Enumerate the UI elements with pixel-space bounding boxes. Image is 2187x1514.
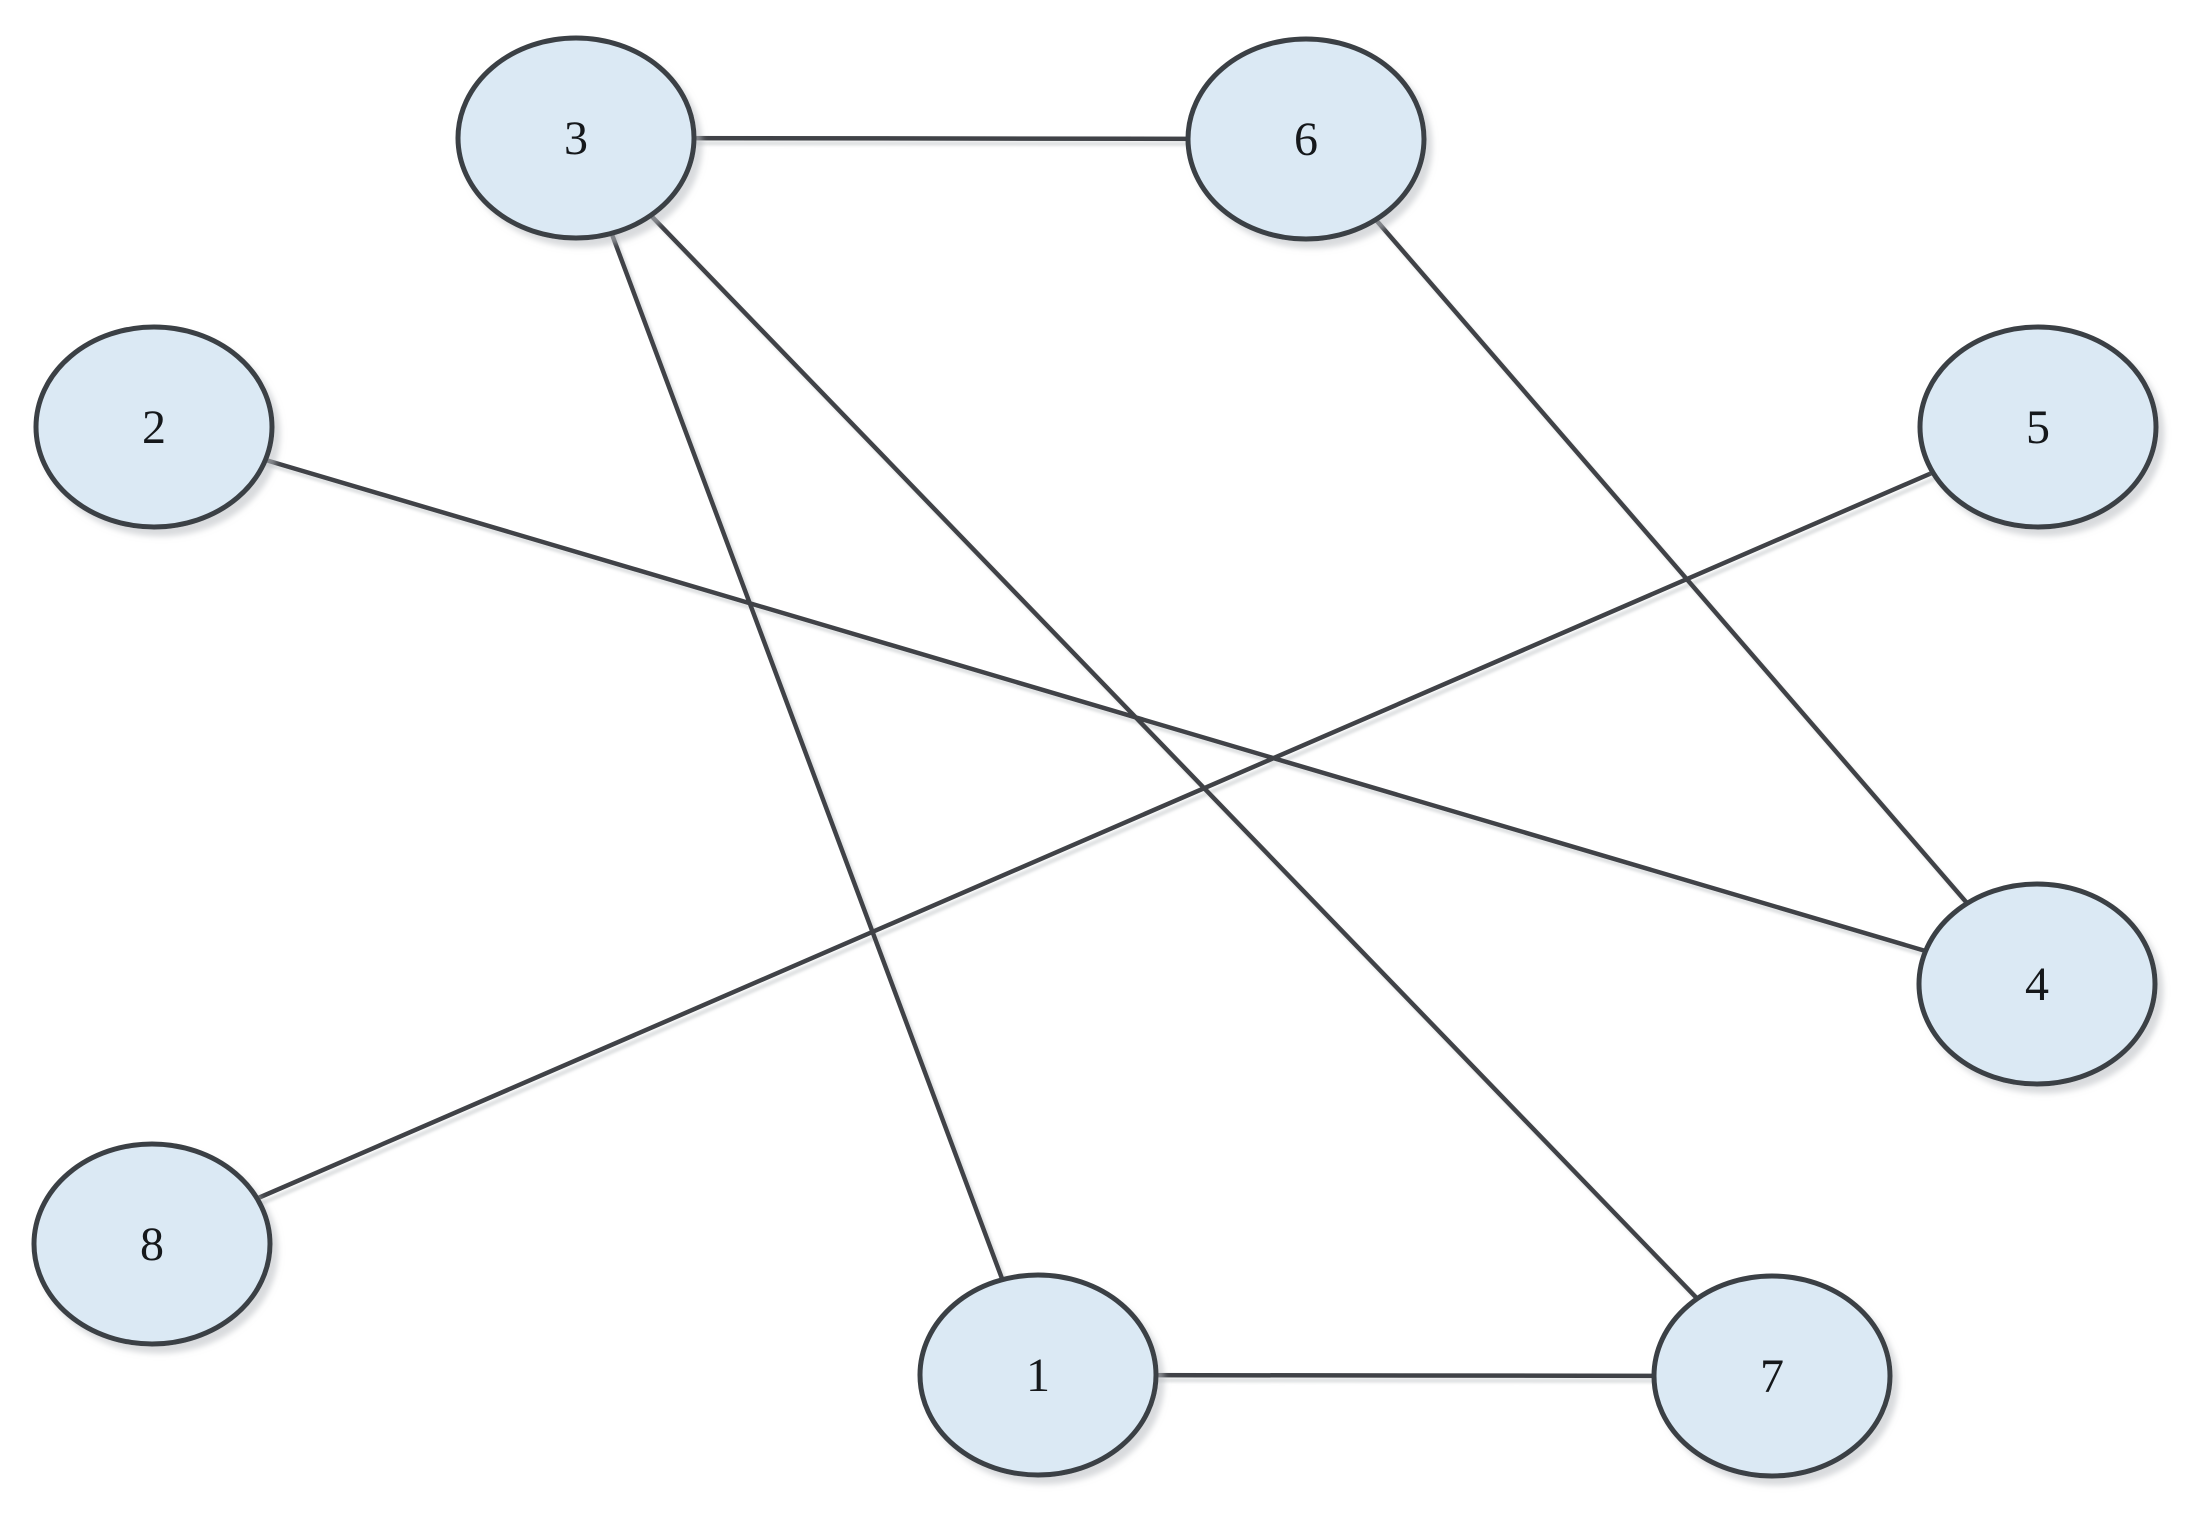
node-7-shape	[1651, 1273, 1893, 1479]
node-8-shape	[31, 1141, 273, 1347]
node-8: 8	[31, 1141, 273, 1347]
node-2-label: 2	[142, 401, 166, 454]
node-2-shape	[33, 324, 275, 530]
node-4-label: 4	[2025, 958, 2049, 1011]
node-7-label: 7	[1760, 1350, 1784, 1403]
node-4: 4	[1916, 881, 2158, 1087]
edge-2-4	[151, 424, 2040, 987]
edge-5-8	[149, 424, 2041, 1247]
node-5-shape	[1917, 324, 2159, 530]
edge-6-4	[1303, 136, 2040, 987]
edge-3-1	[573, 135, 1041, 1378]
node-5: 5	[1917, 324, 2159, 530]
edge-3-6	[573, 135, 1309, 142]
node-3-label: 3	[564, 112, 588, 165]
edge-layer	[149, 135, 2041, 1379]
edge-3-7	[573, 135, 1775, 1379]
node-6: 6	[1185, 36, 1427, 242]
node-layer: 1 2 3 4 5 6 7 8	[31, 35, 2159, 1479]
node-2: 2	[33, 324, 275, 530]
node-4-shape	[1916, 881, 2158, 1087]
node-8-label: 8	[140, 1218, 164, 1271]
node-1-shape	[917, 1272, 1159, 1478]
node-3-shape	[455, 35, 697, 241]
node-3: 3	[455, 35, 697, 241]
node-1-label: 1	[1026, 1349, 1050, 1402]
edge-1-7	[1035, 1372, 1775, 1379]
node-7: 7	[1651, 1273, 1893, 1479]
node-5-label: 5	[2026, 401, 2050, 454]
node-6-label: 6	[1294, 113, 1318, 166]
node-6-shape	[1185, 36, 1427, 242]
node-1: 1	[917, 1272, 1159, 1478]
